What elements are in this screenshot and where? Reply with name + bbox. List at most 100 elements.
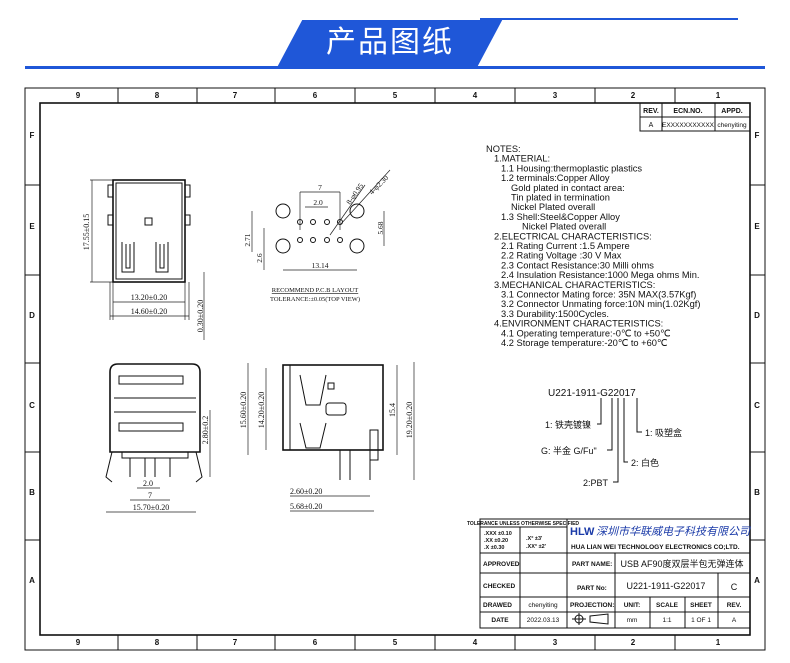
revision-table: REV. ECN.NO. APPD. A EXXXXXXXXXXX chenyi…: [639, 102, 751, 132]
pcb-tolerance: TOLERANCE:±0.05(TOP VIEW): [270, 296, 360, 303]
note-line: 4.ENVIRONMENT CHARACTERISTICS:: [494, 319, 663, 329]
rev-label: REV.: [727, 602, 742, 609]
note-line: Gold plated in contact area:: [511, 183, 625, 193]
dim-side-h1: 15.60±0.20: [239, 392, 248, 428]
sheet-value: 1 OF 1: [691, 617, 711, 624]
note-line: 1.3 Shell:Steel&Copper Alloy: [501, 212, 620, 222]
note-line: 1.1 Housing:thermoplastic plastics: [501, 163, 642, 173]
appd-value: chenyiting: [717, 122, 747, 129]
column-marker: 8: [155, 91, 160, 100]
note-line: 3.2 Connector Unmating force:10N min(1.0…: [501, 299, 700, 309]
pcb-pin-hole: [324, 237, 330, 243]
rev-value: A: [649, 122, 654, 129]
dim-span: 7: [148, 491, 152, 500]
note-line: 1.2 terminals:Copper Alloy: [501, 173, 610, 183]
checked-label: CHECKED: [483, 583, 515, 590]
drawed-value: chenyiting: [528, 602, 558, 609]
note-line: 3.1 Connector Mating force: 35N MAX(3.57…: [501, 290, 696, 300]
dim-pcb-1314: 13.14: [312, 261, 329, 270]
row-marker: F: [30, 131, 35, 140]
drawing-size: C: [731, 582, 738, 592]
sheet-label: SHEET: [690, 602, 712, 609]
dim-holes-big: 4-φ2.30: [367, 173, 390, 196]
legend-shell: 1: 铁壳镀镍: [545, 419, 591, 430]
tol-line: .XXX ±0.10: [484, 531, 512, 537]
column-marker: 9: [76, 91, 81, 100]
pcb-pin-hole: [310, 219, 316, 225]
legend-plating: G: 半金 G/Fu": [541, 445, 597, 456]
part-name-value: USB AF90度双层半包无弹连体: [620, 558, 743, 569]
outer-border: [24, 87, 766, 651]
column-marker: 3: [553, 638, 558, 647]
row-marker: E: [29, 222, 35, 231]
scale-label: SCALE: [656, 602, 679, 609]
column-marker: 2: [631, 638, 636, 647]
appd-header: APPD.: [721, 108, 742, 115]
rev-header: REV.: [643, 108, 659, 115]
row-marker: D: [754, 311, 760, 320]
row-marker: B: [754, 488, 760, 497]
company-logo: HLW: [570, 526, 595, 538]
column-marker: 4: [473, 638, 478, 647]
dim-pcb-7: 7: [318, 183, 322, 192]
column-marker: 5: [393, 91, 398, 100]
column-marker: 7: [233, 638, 238, 647]
column-marker: 4: [473, 91, 478, 100]
pcb-pin-hole: [297, 237, 303, 243]
column-marker: 1: [716, 91, 721, 100]
dim-pitch: 2.0: [143, 479, 153, 488]
part-code-legend: U221-1911-G22017 1: 铁壳镀镍 G: 半金 G/Fu" 2:P…: [541, 388, 682, 488]
dim-side-d1: 2.60±0.20: [290, 487, 322, 496]
note-line: 4.2 Storage temperature:-20℃ to +60℃: [501, 338, 667, 348]
dim-pcb-2: 2.0: [313, 198, 323, 207]
row-marker: F: [755, 131, 760, 140]
pcb-pin-hole: [324, 219, 330, 225]
dim-holes-small: 8-φ0.95: [344, 181, 365, 206]
dim-side-d2: 5.68±0.20: [290, 502, 322, 511]
dim-width: 15.70±0.20: [133, 503, 169, 512]
dim-pin-height: 2.80±0.2: [201, 416, 210, 444]
ecn-value: EXXXXXXXXXXX: [662, 122, 715, 129]
note-line: 2.1 Rating Current :1.5 Ampere: [501, 241, 630, 251]
rev-value: A: [732, 617, 737, 624]
part-no-value: U221-1911-G22017: [627, 581, 706, 591]
row-marker: C: [29, 401, 35, 410]
pcb-layout-view: 7 2.0 8-φ0.95 4-φ2.30 2.71 2.6 5.68 13.1…: [243, 169, 390, 303]
dim-side-h3: 15.4: [388, 403, 397, 417]
column-marker: 1: [716, 638, 721, 647]
company-name-en: HUA LIAN WEI TECHNOLOGY ELECTRONICS CO;L…: [571, 544, 740, 551]
notes-block: NOTES:1.MATERIAL:1.1 Housing:thermoplast…: [486, 144, 700, 348]
unit-label: UNIT:: [624, 602, 641, 609]
dim-pcb-568: 5.68: [376, 221, 385, 234]
front-view: 2.80±0.2 2.0 7 15.70±0.20: [105, 363, 211, 513]
dim-offset: 0.30±0.20: [196, 300, 205, 332]
note-line: Nickel Plated overall: [522, 222, 606, 232]
note-line: 2.ELECTRICAL CHARACTERISTICS:: [494, 231, 652, 241]
tol-line: .X ±0.30: [484, 545, 504, 551]
note-line: 2.4 Insulation Resistance:1000 Mega ohms…: [501, 270, 699, 280]
dim-pcb-271: 2.71: [243, 233, 252, 246]
column-marker: 7: [233, 91, 238, 100]
part-no-label: PART No:: [577, 585, 607, 592]
legend-material: 2:PBT: [583, 478, 609, 488]
unit-value: mm: [627, 617, 638, 624]
legend-color: 2: 白色: [631, 457, 659, 468]
banner-underline: [25, 66, 765, 69]
column-marker: 6: [313, 91, 318, 100]
column-marker: 3: [553, 91, 558, 100]
row-marker: D: [29, 311, 35, 320]
pcb-layout-title: RECOMMEND P.C.B LAYOUT: [272, 287, 358, 294]
tol-line: .XX ±0.20: [484, 538, 508, 544]
dim-inner-width: 13.20±0.20: [131, 293, 167, 302]
column-marker: 5: [393, 638, 398, 647]
drawed-label: DRAWED: [483, 602, 512, 609]
pcb-pin-hole: [337, 237, 343, 243]
note-line: Tin plated in termination: [511, 193, 610, 203]
date-value: 2022.03.13: [527, 617, 560, 624]
page-title: 产品图纸: [326, 25, 454, 60]
dim-outer-width: 14.60±0.20: [131, 307, 167, 316]
column-marker: 6: [313, 638, 318, 647]
row-marker: A: [29, 576, 35, 585]
